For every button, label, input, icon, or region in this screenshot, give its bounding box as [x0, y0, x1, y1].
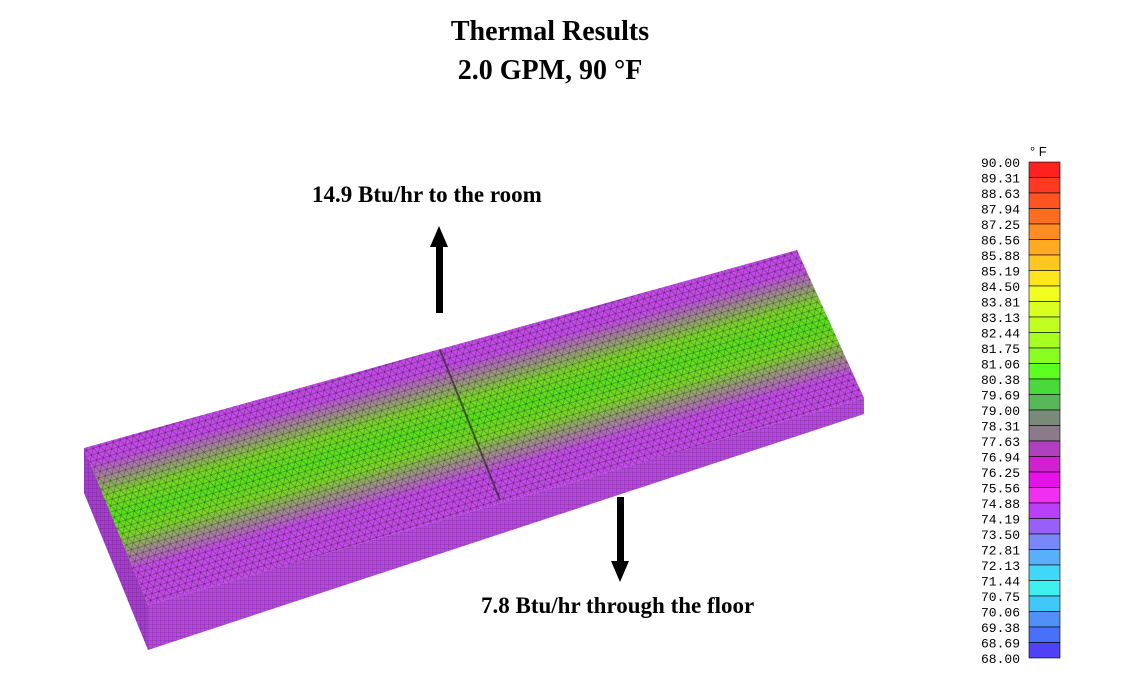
legend-value: 88.63 — [981, 187, 1020, 202]
legend-value: 83.81 — [981, 296, 1020, 311]
legend-value: 83.13 — [981, 311, 1020, 326]
legend-swatch — [1028, 580, 1061, 597]
legend-swatch — [1028, 161, 1061, 178]
legend-value: 78.31 — [981, 420, 1020, 435]
legend-swatch — [1028, 487, 1061, 504]
legend-swatch — [1028, 471, 1061, 488]
legend-value: 85.19 — [981, 265, 1020, 280]
legend-swatch — [1028, 440, 1061, 457]
legend-swatch — [1028, 363, 1061, 380]
legend-swatch — [1028, 549, 1061, 566]
legend-swatch — [1028, 518, 1061, 535]
legend-swatch — [1028, 332, 1061, 349]
legend-swatch — [1028, 177, 1061, 194]
legend-swatch — [1028, 316, 1061, 333]
legend-value: 69.38 — [981, 621, 1020, 636]
legend-value: 74.88 — [981, 497, 1020, 512]
legend-value: 70.06 — [981, 606, 1020, 621]
legend-unit: ° F — [1030, 144, 1047, 159]
legend-swatch — [1028, 564, 1061, 581]
legend-value: 75.56 — [981, 482, 1020, 497]
legend-swatch — [1028, 626, 1061, 643]
legend-value: 72.13 — [981, 559, 1020, 574]
legend-value: 81.75 — [981, 342, 1020, 357]
legend-value: 82.44 — [981, 327, 1020, 342]
legend-value: 87.94 — [981, 203, 1020, 218]
legend-value: 76.25 — [981, 466, 1020, 481]
legend-value: 81.06 — [981, 358, 1020, 373]
legend-value: 68.00 — [981, 652, 1020, 667]
heat-to-room-label: 14.9 Btu/hr to the room — [312, 182, 542, 207]
legend-swatch — [1028, 285, 1061, 302]
legend-swatch — [1028, 192, 1061, 209]
legend-swatch — [1028, 239, 1061, 256]
legend-value: 76.94 — [981, 451, 1020, 466]
arrow-up-icon — [430, 226, 448, 313]
legend-swatch — [1028, 425, 1061, 442]
legend-value: 72.81 — [981, 544, 1020, 559]
legend-swatch — [1028, 223, 1061, 240]
legend-value: 73.50 — [981, 528, 1020, 543]
legend-swatch — [1028, 595, 1061, 612]
legend-swatch — [1028, 254, 1061, 271]
legend-value: 89.31 — [981, 172, 1020, 187]
heat-through-floor-label: 7.8 Btu/hr through the floor — [481, 593, 755, 618]
legend-value: 86.56 — [981, 234, 1020, 249]
legend-value: 68.69 — [981, 637, 1020, 652]
slab-seam — [439, 349, 501, 501]
legend-swatch — [1028, 456, 1061, 473]
legend-value: 79.69 — [981, 389, 1020, 404]
legend-value: 77.63 — [981, 435, 1020, 450]
legend-swatch — [1028, 611, 1061, 628]
legend-swatch — [1028, 502, 1061, 519]
legend-value: 85.88 — [981, 249, 1020, 264]
legend-value: 84.50 — [981, 280, 1020, 295]
legend-value: 79.00 — [981, 404, 1020, 419]
legend-swatch — [1028, 208, 1061, 225]
legend-swatch — [1028, 347, 1061, 364]
figure-subtitle: 2.0 GPM, 90 °F — [457, 55, 643, 86]
legend-swatch — [1028, 409, 1061, 426]
legend-swatch — [1028, 533, 1061, 550]
legend-value: 74.19 — [981, 513, 1020, 528]
legend-swatch — [1028, 378, 1061, 395]
figure-title: Thermal Results — [450, 16, 650, 47]
legend-swatch — [1028, 270, 1061, 287]
legend-swatch — [1028, 642, 1061, 659]
legend-value: 87.25 — [981, 218, 1020, 233]
arrow-down-icon — [611, 497, 629, 582]
legend-value: 90.00 — [981, 156, 1020, 171]
legend-swatch — [1028, 394, 1061, 411]
legend-value: 71.44 — [981, 575, 1020, 590]
legend-value: 70.75 — [981, 590, 1020, 605]
legend-swatch — [1028, 301, 1061, 318]
legend-value: 80.38 — [981, 373, 1020, 388]
